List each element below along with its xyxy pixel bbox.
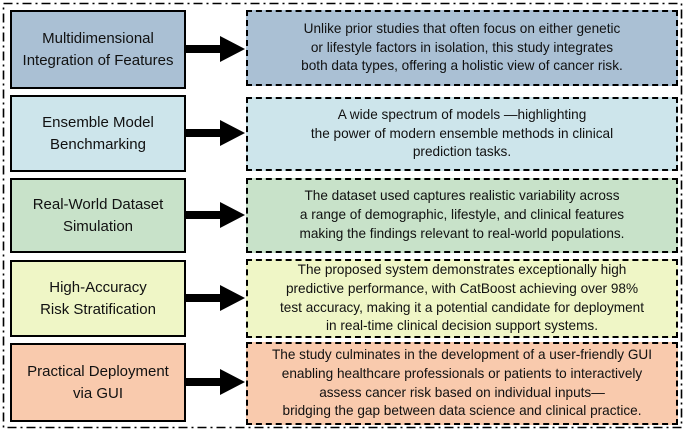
label-text: Real-World Dataset Simulation	[32, 195, 164, 235]
description-box-ensemble-benchmarking: A wide spectrum of models —highlighting …	[246, 97, 678, 171]
arrow-right-icon	[184, 120, 245, 146]
description-text: Unlike prior studies that often focus on…	[301, 20, 623, 74]
arrow-right-icon	[184, 202, 245, 228]
description-text: The study culminates in the development …	[271, 347, 653, 419]
description-text: The dataset used captures realistic vari…	[299, 188, 625, 241]
label-box-multidimensional-integration: Multidimensional Integration of Features	[10, 10, 186, 89]
description-box-high-accuracy-stratification: The proposed system demonstrates excepti…	[246, 259, 678, 338]
arrow-right-icon	[184, 36, 245, 62]
description-box-real-world-dataset: The dataset used captures realistic vari…	[246, 178, 678, 253]
label-box-high-accuracy-stratification: High-Accuracy Risk Stratification	[10, 260, 186, 337]
description-box-multidimensional-integration: Unlike prior studies that often focus on…	[246, 10, 678, 86]
description-text: The proposed system demonstrates excepti…	[280, 262, 644, 334]
label-text: High-Accuracy Risk Stratification	[40, 278, 156, 318]
label-box-practical-deployment-gui: Practical Deployment via GUI	[10, 343, 186, 422]
label-box-real-world-dataset: Real-World Dataset Simulation	[10, 178, 186, 253]
label-box-ensemble-benchmarking: Ensemble Model Benchmarking	[10, 95, 186, 172]
description-text: A wide spectrum of models —highlighting …	[310, 106, 614, 160]
arrow-right-icon	[184, 369, 245, 395]
label-text: Ensemble Model Benchmarking	[42, 113, 154, 153]
arrow-right-icon	[184, 285, 245, 311]
label-text: Practical Deployment via GUI	[27, 362, 169, 402]
description-box-practical-deployment-gui: The study culminates in the development …	[246, 342, 678, 425]
label-text: Multidimensional Integration of Features	[22, 29, 174, 69]
